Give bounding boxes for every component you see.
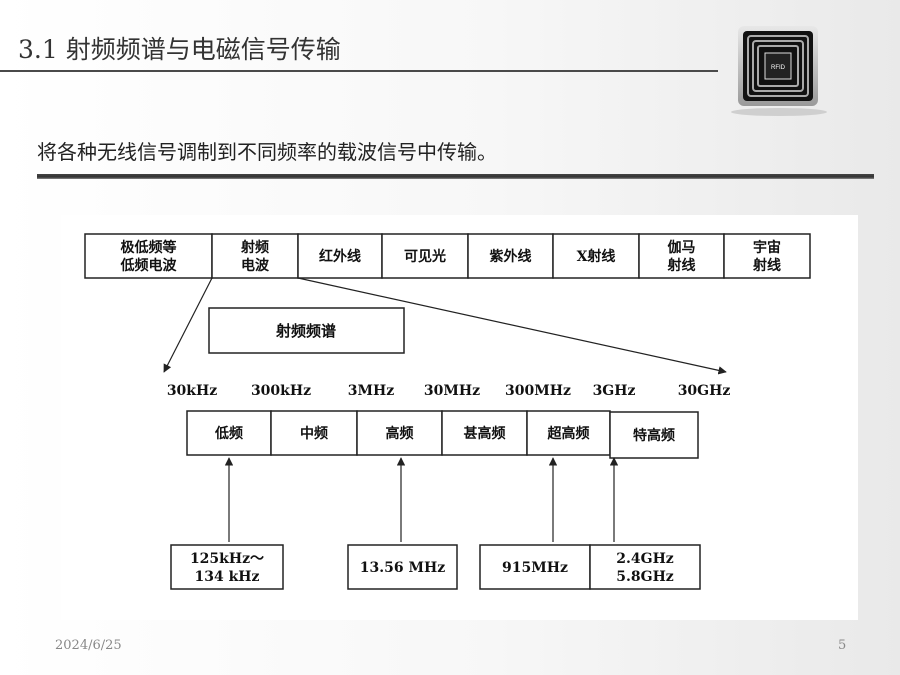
frequency-ticks: 30kHz 300kHz 3MHz 30MHz 300MHz 3GHz 30GHz (167, 383, 731, 399)
freq-tick-label: 30MHz (424, 383, 480, 399)
freq-tick-label: 3MHz (348, 383, 394, 399)
example-frequency-box (589, 544, 701, 590)
band-cell-label: 中频 (300, 425, 328, 442)
band-cell-box (441, 410, 528, 456)
freq-tick-label: 30kHz (167, 383, 217, 399)
spectrum-cell-label: 低频电波 (120, 257, 178, 274)
rf-band-row: 低频 中频 高频 甚高频 超高频 特高频 (186, 410, 699, 542)
zoom-line-right (297, 277, 727, 375)
spectrum-cell-label: 红外线 (319, 248, 361, 265)
band-cell-label: 特高频 (633, 427, 675, 444)
example-frequency-boxes: 125kHz～ 134 kHz 13.56 MHz 915MHz 2.4GHz 5.8GH… (170, 544, 701, 590)
subtitle-divider (37, 174, 874, 179)
spectrum-cell-label: 紫外线 (490, 248, 532, 265)
spectrum-cell-box (211, 233, 299, 279)
slide-subtitle: 将各种无线信号调制到不同频率的载波信号中传输。 (37, 140, 497, 164)
slide-title: 3.1 射频频谱与电磁信号传输 (18, 35, 341, 64)
rfid-chip-icon: RFID (731, 26, 827, 116)
band-cell-label: 甚高频 (464, 425, 506, 442)
band-cell-box (609, 411, 699, 459)
spectrum-cell-box (723, 233, 811, 279)
band-cell-label: 高频 (386, 425, 414, 442)
spectrum-cell-box (297, 233, 383, 279)
rf-spectrum-label: 射频频谱 (275, 322, 336, 340)
example-frequency-box (347, 544, 458, 590)
connector-lines (163, 277, 727, 375)
example-frequency-box (170, 544, 284, 590)
example-frequency-label: 2.4GHz (616, 551, 674, 567)
freq-tick-label: 300MHz (505, 383, 571, 399)
freq-tick-label: 3GHz (593, 383, 636, 399)
title-divider (0, 70, 718, 72)
logo-label: RFID (771, 65, 786, 71)
page-number: 5 (838, 638, 847, 653)
spectrum-cell-label: 射线 (667, 257, 696, 274)
band-cell-label: 低频 (214, 425, 243, 442)
example-frequency-label: 915MHz (502, 560, 568, 576)
spectrum-cell-label: 宇宙 (753, 239, 781, 256)
spectrum-cell-label: 极低频等 (121, 239, 177, 256)
freq-tick-label: 30GHz (678, 383, 731, 399)
spectrum-cell-label: 射线 (752, 257, 781, 274)
spectrum-cell-label: 电波 (241, 257, 270, 274)
example-frequency-label: 125kHz～ (190, 551, 264, 567)
band-cell-label: 超高频 (547, 425, 590, 442)
spectrum-cell-box (638, 233, 725, 279)
example-frequency-label: 5.8GHz (616, 569, 674, 585)
spectrum-cell-label: X射线 (577, 248, 616, 265)
spectrum-cell-box (552, 233, 640, 279)
rf-spectrum-label-box: 射频频谱 (208, 307, 405, 354)
spectrum-cell-label: 伽马 (668, 239, 696, 256)
example-frequency-label: 134 kHz (195, 569, 260, 585)
spectrum-cell-label: 可见光 (404, 248, 446, 265)
zoom-line-left (163, 277, 213, 373)
rf-spectrum-box (208, 307, 405, 354)
band-cell-box (526, 410, 611, 456)
example-frequency-label: 13.56 MHz (360, 560, 445, 576)
spectrum-cell-label: 射频 (240, 239, 269, 256)
freq-tick-label: 300kHz (251, 383, 311, 399)
spectrum-cell-box (84, 233, 213, 279)
band-cell-box (270, 410, 358, 456)
slide-date: 2024/6/25 (55, 638, 122, 653)
spectrum-cell-box (381, 233, 469, 279)
